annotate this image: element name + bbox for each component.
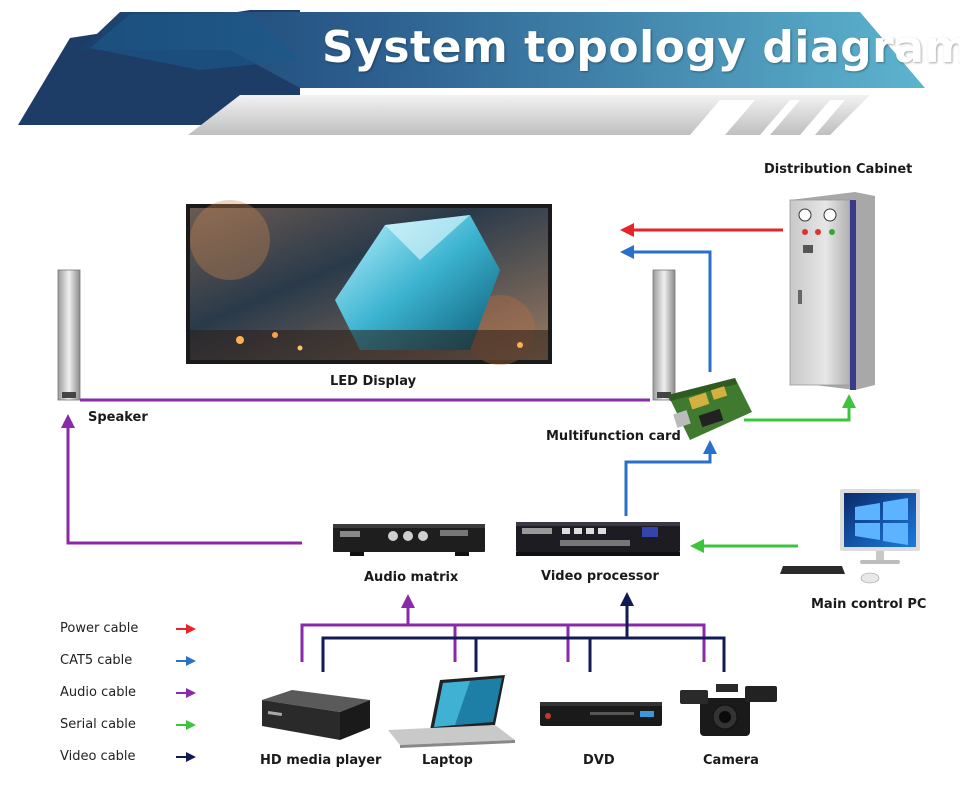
legend-serial-cable: Serial cable xyxy=(60,717,136,732)
hd-media-player-label: HD media player xyxy=(260,753,382,768)
cat5-card-to-display xyxy=(620,245,712,372)
main-control-pc-graphic xyxy=(780,489,920,584)
multifunction-card-graphic xyxy=(668,378,752,440)
speaker-left-graphic xyxy=(57,269,81,401)
page-title: System topology diagram xyxy=(322,22,960,73)
laptop-graphic xyxy=(388,675,515,748)
legend-arrows xyxy=(176,624,196,762)
distribution-cabinet-graphic xyxy=(789,192,875,390)
title-banner xyxy=(18,10,925,135)
video-processor-label: Video processor xyxy=(541,569,659,584)
audio-matrix-to-speaker xyxy=(61,414,302,545)
legend-cat5-cable: CAT5 cable xyxy=(60,653,133,668)
camera-graphic xyxy=(680,684,777,736)
audio-matrix-label: Audio matrix xyxy=(364,570,459,585)
multifunction-card-label: Multifunction card xyxy=(546,429,681,444)
led-display-label: LED Display xyxy=(330,374,417,389)
distribution-cabinet-label: Distribution Cabinet xyxy=(764,162,913,177)
speaker-right-graphic xyxy=(652,269,676,401)
speaker-label: Speaker xyxy=(88,410,148,425)
laptop-label: Laptop xyxy=(422,753,473,768)
led-display-graphic xyxy=(186,200,552,365)
video-source-bus xyxy=(321,592,726,672)
power-cable-connection xyxy=(620,223,783,237)
main-control-pc-label: Main control PC xyxy=(811,597,927,612)
serial-card-to-cabinet xyxy=(744,394,856,422)
video-processor-graphic xyxy=(516,522,680,556)
dvd-graphic xyxy=(540,702,662,726)
hd-media-player-graphic xyxy=(262,690,370,740)
serial-pc-to-processor xyxy=(690,539,798,553)
cat5-processor-to-card xyxy=(624,440,717,516)
legend-power-cable: Power cable xyxy=(60,621,139,636)
audio-source-bus xyxy=(300,594,706,662)
camera-label: Camera xyxy=(703,753,759,768)
audio-matrix-graphic xyxy=(333,524,485,556)
legend-video-cable: Video cable xyxy=(60,749,136,764)
legend-audio-cable: Audio cable xyxy=(60,685,137,700)
dvd-label: DVD xyxy=(583,753,615,768)
